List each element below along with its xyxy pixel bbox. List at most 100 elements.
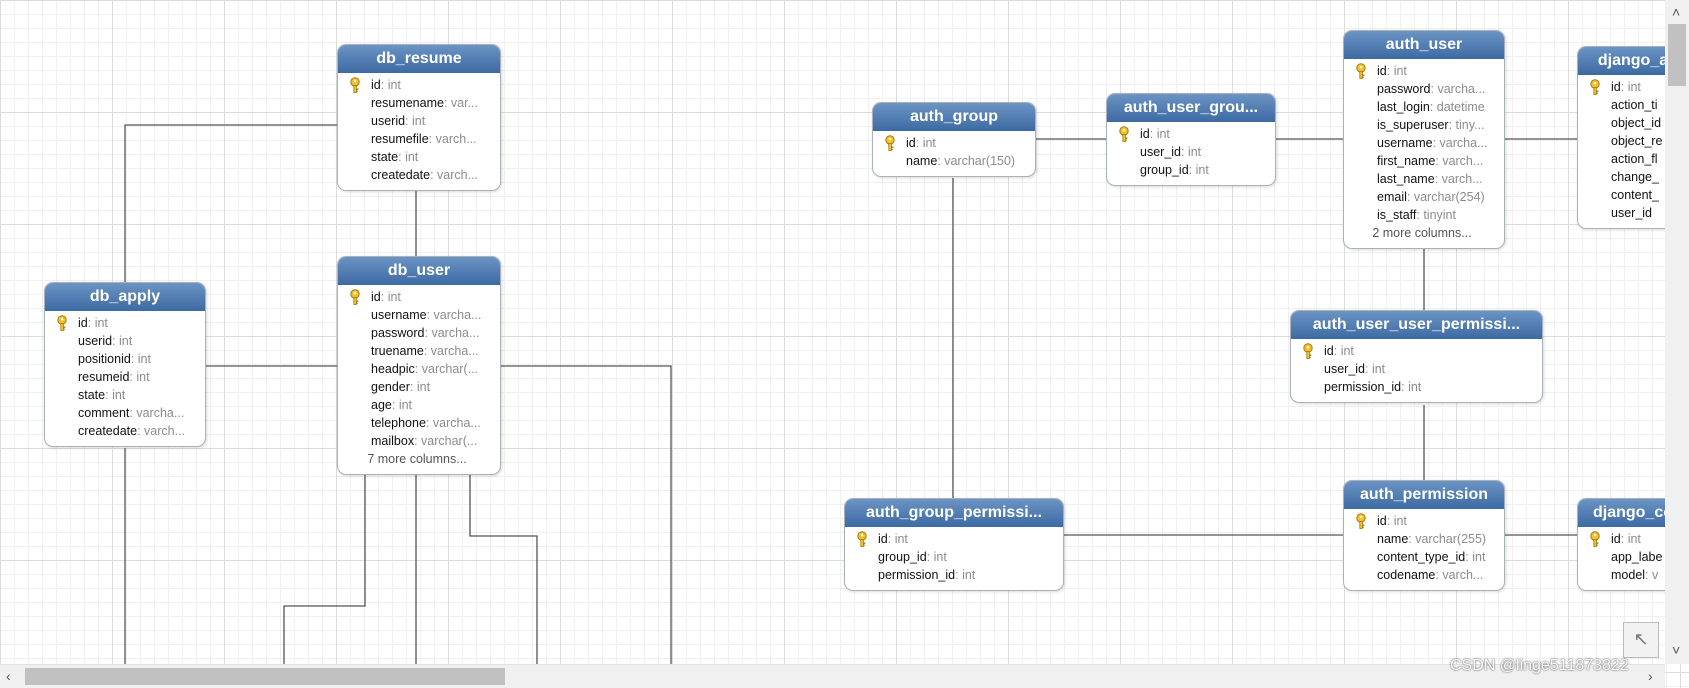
table-header[interactable]: auth_user bbox=[1344, 31, 1504, 59]
column-row[interactable]: content_ bbox=[1578, 186, 1665, 204]
column-row[interactable]: state: int bbox=[45, 386, 201, 404]
horizontal-scroll-thumb[interactable] bbox=[25, 668, 505, 685]
column-row[interactable]: id: int bbox=[45, 314, 201, 332]
column-row[interactable]: telephone: varcha... bbox=[338, 414, 496, 432]
column-row[interactable]: codename: varch... bbox=[1344, 566, 1500, 584]
column-type-separator: : bbox=[409, 380, 417, 394]
relation-line bbox=[469, 474, 538, 664]
column-row[interactable]: positionid: int bbox=[45, 350, 201, 368]
column-row[interactable]: mailbox: varchar(... bbox=[338, 432, 496, 450]
column-row[interactable]: password: varcha... bbox=[338, 324, 496, 342]
column-row[interactable]: group_id: int bbox=[1107, 161, 1271, 179]
column-row[interactable]: model: v bbox=[1578, 566, 1665, 584]
column-row[interactable]: resumename: var... bbox=[338, 94, 496, 112]
column-row[interactable]: object_id bbox=[1578, 114, 1665, 132]
vertical-scroll-thumb[interactable] bbox=[1668, 24, 1686, 86]
column-row[interactable]: action_ti bbox=[1578, 96, 1665, 114]
column-row[interactable]: comment: varcha... bbox=[45, 404, 201, 422]
table-header[interactable]: db_resume bbox=[338, 45, 500, 73]
column-row[interactable]: resumeid: int bbox=[45, 368, 201, 386]
column-row[interactable]: id: int bbox=[338, 76, 496, 94]
table-header[interactable]: auth_user_user_permissi... bbox=[1291, 311, 1542, 339]
vertical-scrollbar[interactable]: ˄ ˅ bbox=[1665, 0, 1689, 664]
column-row[interactable]: name: varchar(255) bbox=[1344, 530, 1500, 548]
column-row[interactable]: id: int bbox=[845, 530, 1059, 548]
column-row[interactable]: username: varcha... bbox=[1344, 134, 1500, 152]
column-row[interactable]: state: int bbox=[338, 148, 496, 166]
column-name: name bbox=[1377, 532, 1409, 546]
column-row[interactable]: headpic: varchar(... bbox=[338, 360, 496, 378]
column-row[interactable]: id: int bbox=[1344, 512, 1500, 530]
column-row[interactable]: user_id bbox=[1578, 204, 1665, 222]
column-row[interactable]: app_labe bbox=[1578, 548, 1665, 566]
table-header[interactable]: auth_permission bbox=[1344, 481, 1504, 509]
column-row[interactable]: id: int bbox=[338, 288, 496, 306]
arrow-up-left-icon[interactable]: ↖ bbox=[1623, 622, 1659, 658]
column-type: varchar(150) bbox=[944, 154, 1016, 168]
column-row[interactable]: permission_id: int bbox=[1291, 378, 1538, 396]
column-row[interactable]: group_id: int bbox=[845, 548, 1059, 566]
column-name: action_ti bbox=[1611, 98, 1658, 112]
more-columns-link[interactable]: 2 more columns... bbox=[1372, 226, 1472, 240]
column-row[interactable]: action_fl bbox=[1578, 150, 1665, 168]
table-header[interactable]: db_user bbox=[338, 257, 500, 285]
key-icon bbox=[1587, 79, 1603, 95]
column-row[interactable]: id: int bbox=[1291, 342, 1538, 360]
column-row[interactable]: id: int bbox=[1578, 78, 1665, 96]
column-row[interactable]: userid: int bbox=[338, 112, 496, 130]
column-row[interactable]: content_type_id: int bbox=[1344, 548, 1500, 566]
column-row[interactable]: last_name: varch... bbox=[1344, 170, 1500, 188]
column-row[interactable]: resumefile: varch... bbox=[338, 130, 496, 148]
column-row[interactable]: user_id: int bbox=[1291, 360, 1538, 378]
column-row[interactable]: user_id: int bbox=[1107, 143, 1271, 161]
column-name: group_id bbox=[878, 550, 927, 564]
column-row[interactable]: first_name: varch... bbox=[1344, 152, 1500, 170]
column-type: int bbox=[962, 568, 976, 582]
column-row[interactable]: email: varchar(254) bbox=[1344, 188, 1500, 206]
column-row[interactable]: createdate: varch... bbox=[45, 422, 201, 440]
table-header[interactable]: auth_group bbox=[873, 103, 1035, 131]
chevron-left-icon[interactable]: ‹ bbox=[6, 668, 11, 684]
column-row[interactable]: password: varcha... bbox=[1344, 80, 1500, 98]
chevron-down-icon[interactable]: ˅ bbox=[1672, 642, 1681, 658]
column-row[interactable]: object_re bbox=[1578, 132, 1665, 150]
column-row[interactable]: truename: varcha... bbox=[338, 342, 496, 360]
column-row[interactable]: last_login: datetime bbox=[1344, 98, 1500, 116]
column-row[interactable]: userid: int bbox=[45, 332, 201, 350]
table-header[interactable]: auth_group_permissi... bbox=[845, 499, 1063, 527]
column-row[interactable]: id: int bbox=[1578, 530, 1665, 548]
column-row[interactable]: is_superuser: tiny... bbox=[1344, 116, 1500, 134]
chevron-up-icon[interactable]: ˄ bbox=[1672, 4, 1681, 20]
column-row[interactable]: createdate: varch... bbox=[338, 166, 496, 184]
column-row[interactable]: id: int bbox=[1344, 62, 1500, 80]
horizontal-scrollbar[interactable]: ‹ › bbox=[0, 664, 1665, 688]
column-row[interactable]: change_ bbox=[1578, 168, 1665, 186]
more-columns-link[interactable]: 7 more columns... bbox=[367, 452, 467, 466]
table-header[interactable]: db_apply bbox=[45, 283, 205, 311]
column-row[interactable]: gender: int bbox=[338, 378, 496, 396]
table-header[interactable]: auth_user_grou... bbox=[1107, 94, 1275, 122]
column-row[interactable]: id: int bbox=[873, 134, 1031, 152]
column-row[interactable]: age: int bbox=[338, 396, 496, 414]
column-row[interactable]: id: int bbox=[1107, 125, 1271, 143]
table-header[interactable]: django_a bbox=[1578, 47, 1665, 75]
column-row[interactable]: username: varcha... bbox=[338, 306, 496, 324]
column-type: varcha... bbox=[433, 308, 482, 322]
column-row[interactable]: is_staff: tinyint bbox=[1344, 206, 1500, 224]
table-header[interactable]: django_co bbox=[1578, 499, 1665, 527]
column-row[interactable]: name: varchar(150) bbox=[873, 152, 1031, 170]
column-row[interactable]: permission_id: int bbox=[845, 566, 1059, 584]
chevron-right-icon[interactable]: › bbox=[1648, 668, 1653, 684]
